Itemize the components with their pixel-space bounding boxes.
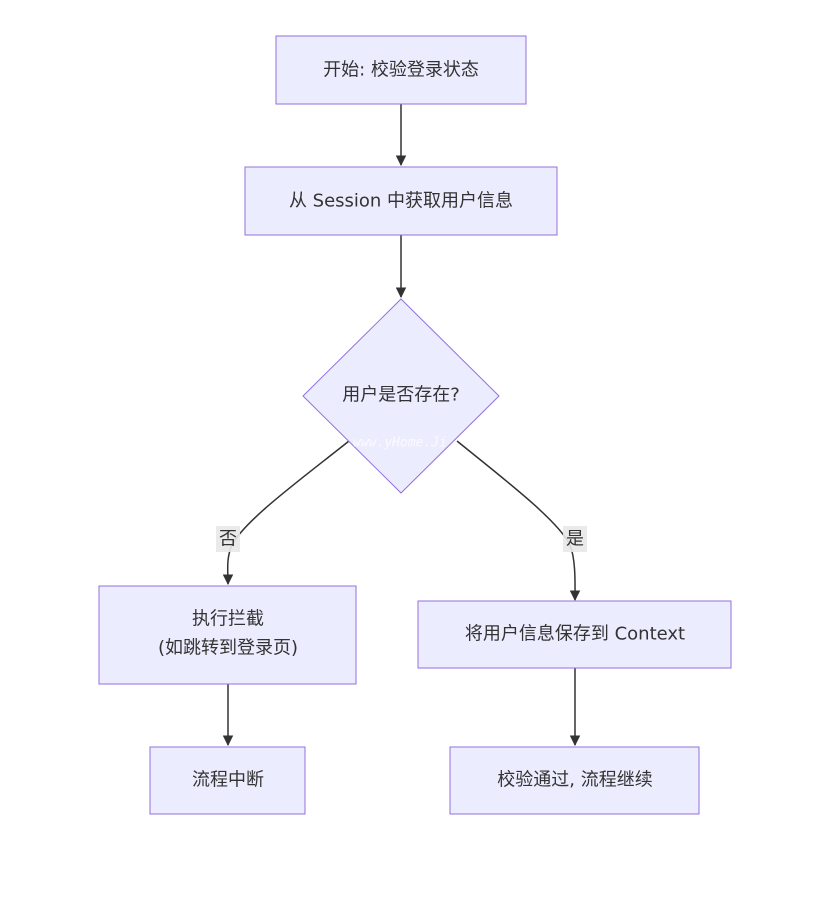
edge-decision-yes (456, 440, 581, 602)
edge-label-no: 否 (216, 526, 240, 552)
edge-decision-no (222, 440, 350, 586)
node-decision: 用户是否存在? www.yHome.Ji (302, 298, 500, 494)
node-flow-stop-text: 流程中断 (192, 770, 264, 791)
node-intercept-line2: (如跳转到登录页) (158, 638, 298, 659)
node-intercept-line1: 执行拦截 (192, 609, 264, 630)
node-flow-stop: 流程中断 (149, 746, 306, 815)
node-save-context-text: 将用户信息保存到 Context (465, 624, 685, 645)
node-decision-text: 用户是否存在? (342, 385, 460, 406)
node-start-text: 开始: 校验登录状态 (323, 60, 479, 81)
node-get-user: 从 Session 中获取用户信息 (244, 166, 558, 236)
edge-label-no-text: 否 (219, 529, 237, 550)
node-pass-text: 校验通过, 流程继续 (497, 770, 652, 791)
node-get-user-text: 从 Session 中获取用户信息 (289, 191, 513, 212)
watermark: www.yHome.Ji (353, 436, 447, 451)
node-start: 开始: 校验登录状态 (275, 35, 527, 105)
edge-label-yes-text: 是 (566, 529, 584, 550)
node-save-context: 将用户信息保存到 Context (417, 600, 732, 669)
node-intercept: 执行拦截 (如跳转到登录页) (98, 585, 357, 685)
node-pass: 校验通过, 流程继续 (449, 746, 700, 815)
edge-label-yes: 是 (563, 526, 587, 552)
